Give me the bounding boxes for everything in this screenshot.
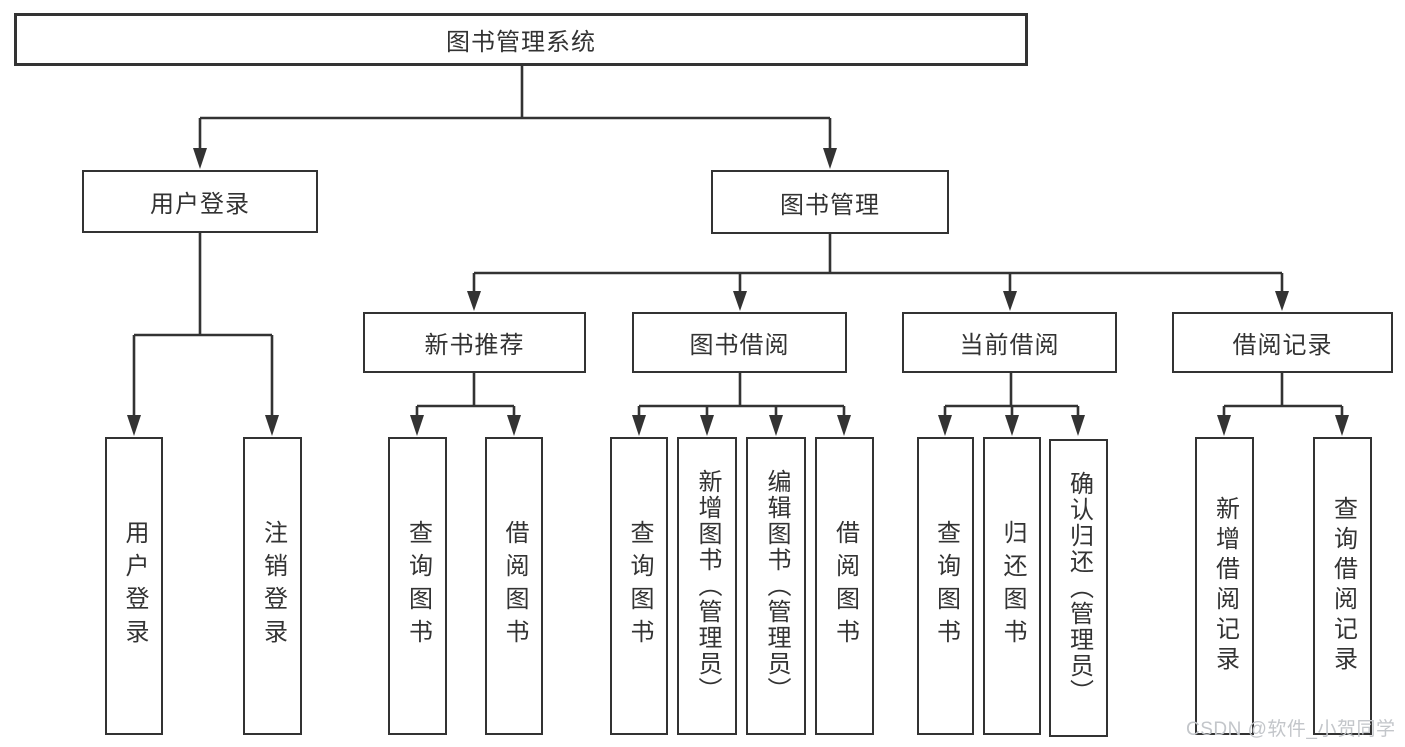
leaf-edit-book-admin: 编辑图书（管理员） [746,437,806,735]
arrow-icon [632,415,646,436]
node-new-book-recommend: 新书推荐 [363,312,586,373]
arrowheads [127,148,1349,436]
arrow-icon [769,415,783,436]
arrow-icon [837,415,851,436]
arrow-icon [1005,415,1019,436]
arrow-icon [938,415,952,436]
arrow-icon [1071,415,1085,436]
node-book-management-label: 图书管理 [780,191,880,219]
leaf-logout-label: 注销登录 [259,520,287,652]
edge-new-book-trunk [415,373,516,418]
leaf-query-book-current-label: 查询图书 [932,520,960,652]
leaf-add-book-admin-label: 新增图书（管理员） [694,469,721,703]
leaf-add-borrow-record-label: 新增借阅记录 [1211,496,1239,676]
leaf-add-book-admin: 新增图书（管理员） [677,437,737,735]
node-book-borrow: 图书借阅 [632,312,847,373]
leaf-query-book-borrow-label: 查询图书 [626,520,653,652]
arrow-icon [127,415,141,436]
node-new-book-recommend-label: 新书推荐 [424,332,525,359]
leaf-logout: 注销登录 [243,437,302,735]
arrow-icon [1335,415,1349,436]
arrow-icon [410,415,424,436]
arrow-icon [700,415,714,436]
leaf-query-book-recommend: 查询图书 [388,437,447,735]
edge-book-management-trunk [472,234,1284,293]
leaf-borrow-book-label: 借阅图书 [831,520,859,652]
leaf-user-login: 用户登录 [105,437,163,735]
node-current-borrow-label: 当前借阅 [959,332,1060,359]
node-book-management: 图书管理 [711,170,949,234]
arrow-icon [467,291,481,311]
leaf-query-book-current: 查询图书 [917,437,974,735]
leaf-edit-book-admin-label: 编辑图书（管理员） [763,469,790,703]
node-user-login: 用户登录 [82,170,318,233]
edge-root-trunk [198,66,832,150]
leaf-return-book-label: 归还图书 [999,520,1026,652]
node-root: 图书管理系统 [14,13,1028,66]
leaf-confirm-return-admin: 确认归还（管理员） [1049,439,1108,737]
arrow-icon [507,415,521,436]
edge-book-borrow-trunk [637,373,846,418]
node-user-login-label: 用户登录 [150,191,250,218]
leaf-borrow-book: 借阅图书 [815,437,874,735]
node-root-label: 图书管理系统 [446,29,596,56]
arrow-icon [823,148,837,169]
leaf-query-book-borrow: 查询图书 [610,437,668,735]
edge-user-login-trunk [132,233,274,418]
node-current-borrow: 当前借阅 [902,312,1117,373]
leaf-confirm-return-admin-label: 确认归还（管理员） [1065,471,1093,705]
node-borrow-record-label: 借阅记录 [1232,332,1333,359]
arrow-icon [733,291,747,311]
arrow-icon [1217,415,1231,436]
leaf-query-borrow-record: 查询借阅记录 [1313,437,1372,735]
leaf-query-book-recommend-label: 查询图书 [404,520,432,652]
arrow-icon [193,148,207,169]
arrow-icon [1275,291,1289,311]
leaf-query-borrow-record-label: 查询借阅记录 [1329,496,1357,676]
leaf-borrow-book-recommend-label: 借阅图书 [501,520,528,652]
edge-current-borrow-trunk [943,373,1080,418]
arrow-icon [265,415,279,436]
leaf-user-login-label: 用户登录 [121,520,148,652]
arrow-icon [1003,291,1017,311]
csdn-watermark: CSDN @软件_小贺同学 [1186,719,1396,740]
leaf-return-book: 归还图书 [983,437,1041,735]
node-borrow-record: 借阅记录 [1172,312,1393,373]
node-book-borrow-label: 图书借阅 [689,332,790,359]
edge-borrow-record-trunk [1222,373,1344,418]
leaf-add-borrow-record: 新增借阅记录 [1195,437,1254,735]
leaf-borrow-book-recommend: 借阅图书 [485,437,543,735]
